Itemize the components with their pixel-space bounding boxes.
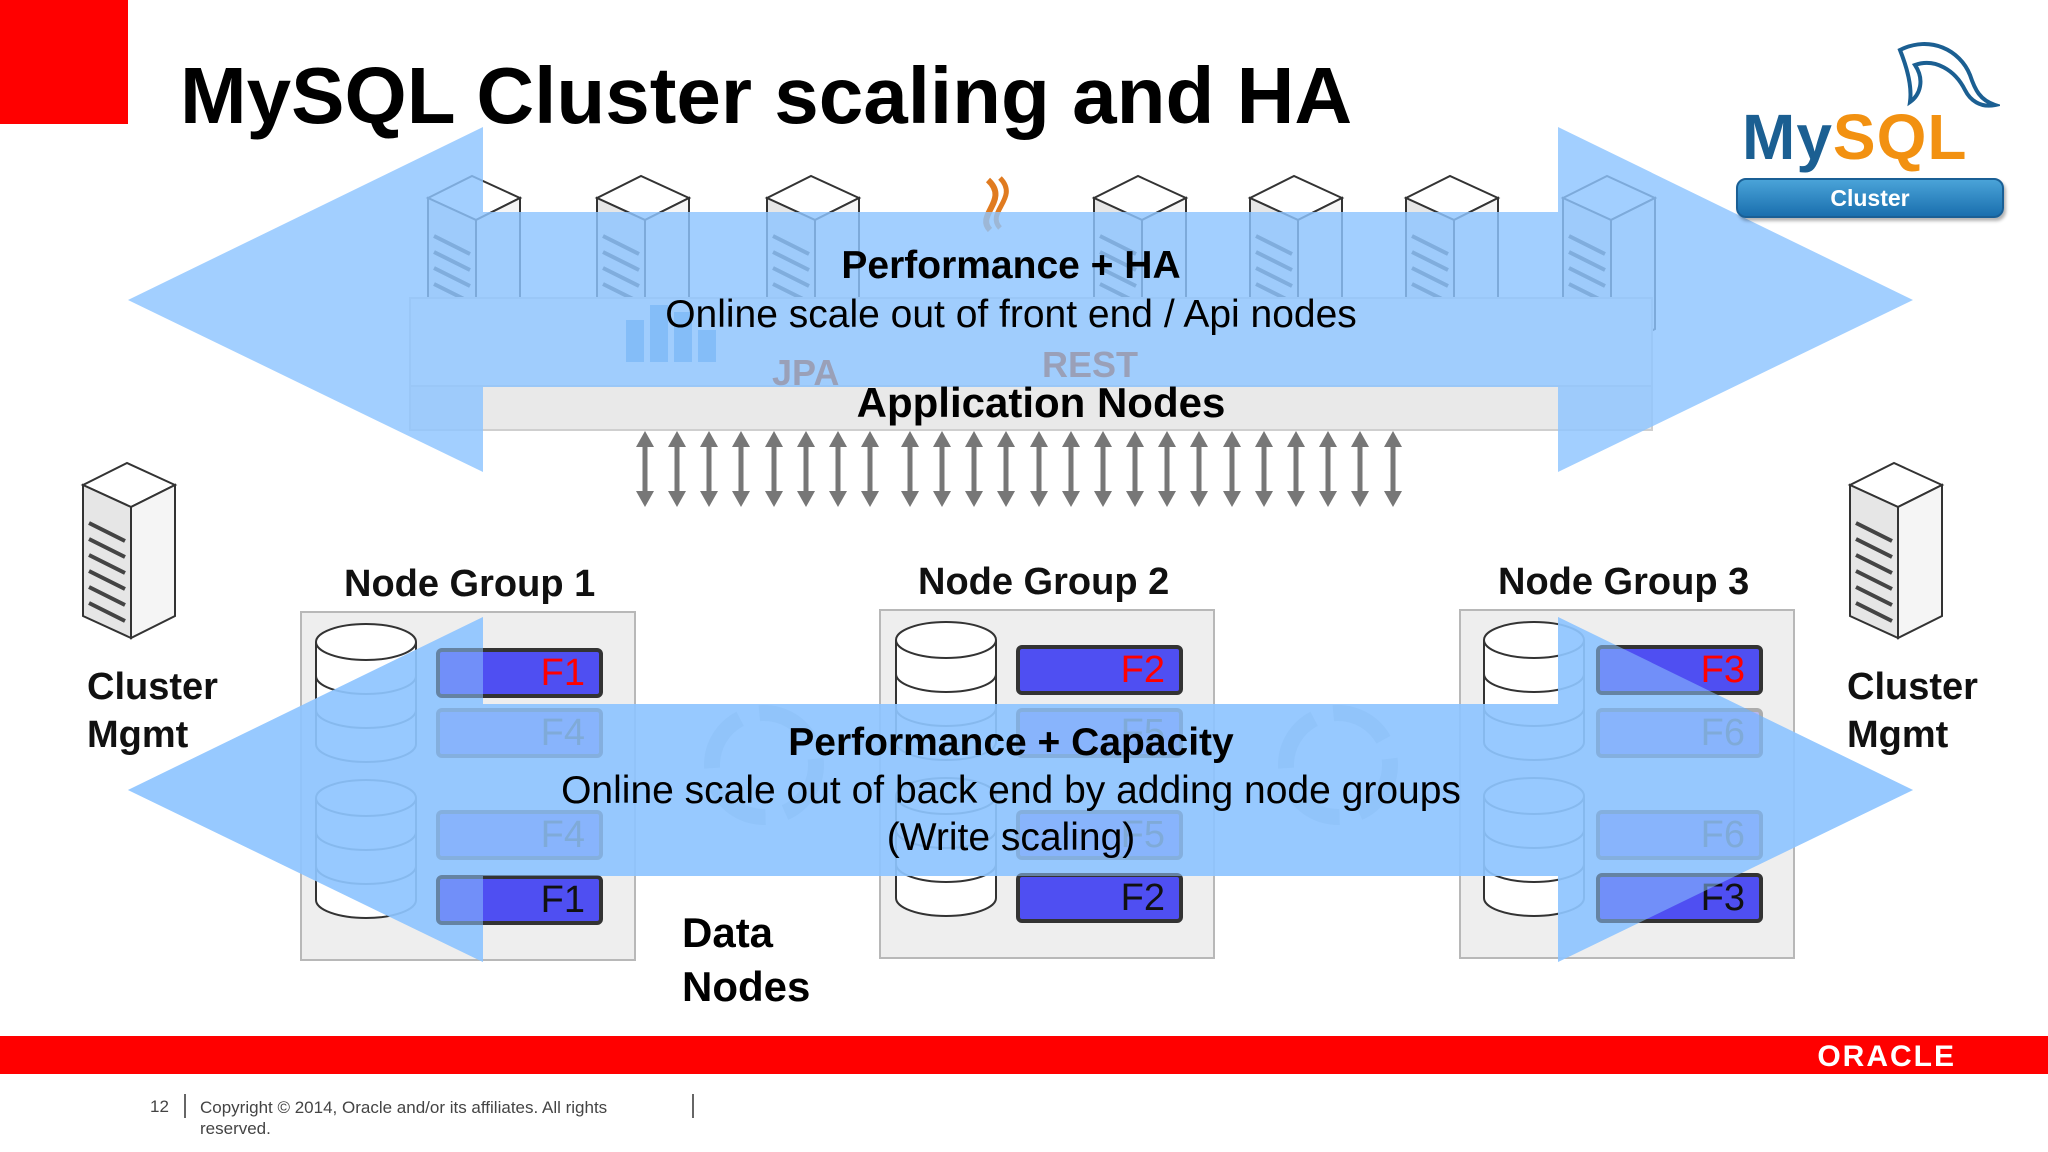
- connection-arrows: [636, 431, 1402, 507]
- footer-separator: [692, 1094, 694, 1118]
- data-nodes-line1: Data: [682, 909, 774, 956]
- mysql-logo-sql: SQL: [1832, 101, 1968, 173]
- cluster-mgmt-right-line1: Cluster: [1847, 666, 1978, 708]
- oracle-logo: ORACLE: [1817, 1040, 1956, 1073]
- fragment-f3-replica: F3: [1596, 873, 1763, 923]
- cluster-mgmt-left-line2: Mgmt: [87, 714, 189, 756]
- fragment-f1-replica: F1: [436, 875, 603, 925]
- top-arrow-text: Online scale out of front end / Api node…: [665, 293, 1357, 336]
- bottom-arrow-text: Online scale out of back end by adding n…: [561, 769, 1461, 812]
- bottom-arrow-note: (Write scaling): [886, 816, 1136, 859]
- data-nodes-line2: Nodes: [682, 963, 811, 1010]
- node-group-1-title: Node Group 1: [344, 563, 596, 605]
- cluster-badge: Cluster: [1736, 178, 2004, 218]
- red-corner-accent: [0, 0, 128, 124]
- fragment-f2-primary: F2: [1016, 645, 1183, 695]
- page-number: 12: [150, 1097, 169, 1116]
- application-nodes-label: Application Nodes: [856, 379, 1226, 426]
- fragment-f3-primary: F3: [1596, 645, 1763, 695]
- fragment-f2-replica: F2: [1016, 873, 1183, 923]
- cluster-mgmt-left-label: Cluster Mgmt: [87, 663, 218, 759]
- mgmt-server-right-icon: [1848, 461, 1944, 640]
- dolphin-icon: [1897, 42, 2000, 108]
- slide-title: MySQL Cluster scaling and HA: [180, 51, 1353, 140]
- cluster-mgmt-left-line1: Cluster: [87, 666, 218, 708]
- copyright-text: Copyright © 2014, Oracle and/or its affi…: [200, 1098, 608, 1138]
- cluster-mgmt-right-line2: Mgmt: [1847, 714, 1949, 756]
- top-scaling-arrow: [128, 127, 1913, 472]
- node-group-2-title: Node Group 2: [918, 561, 1170, 603]
- top-arrow-heading: Performance + HA: [841, 244, 1181, 287]
- rest-label: REST: [1042, 344, 1139, 385]
- mysql-logo-my: My: [1742, 101, 1833, 173]
- cluster-mgmt-right-label: Cluster Mgmt: [1847, 663, 1978, 759]
- bottom-arrow-heading: Performance + Capacity: [788, 721, 1234, 764]
- fragment-f1-primary: F1: [436, 648, 603, 698]
- node-group-3-title: Node Group 3: [1498, 561, 1750, 603]
- footer-separator: [184, 1094, 186, 1118]
- jpa-label: JPA: [772, 352, 840, 393]
- mgmt-server-left-icon: [81, 461, 177, 640]
- footer-bar: [0, 1036, 2048, 1074]
- data-nodes-label: Data Nodes: [682, 906, 810, 1014]
- mysql-logo: MySQL: [1742, 100, 1967, 174]
